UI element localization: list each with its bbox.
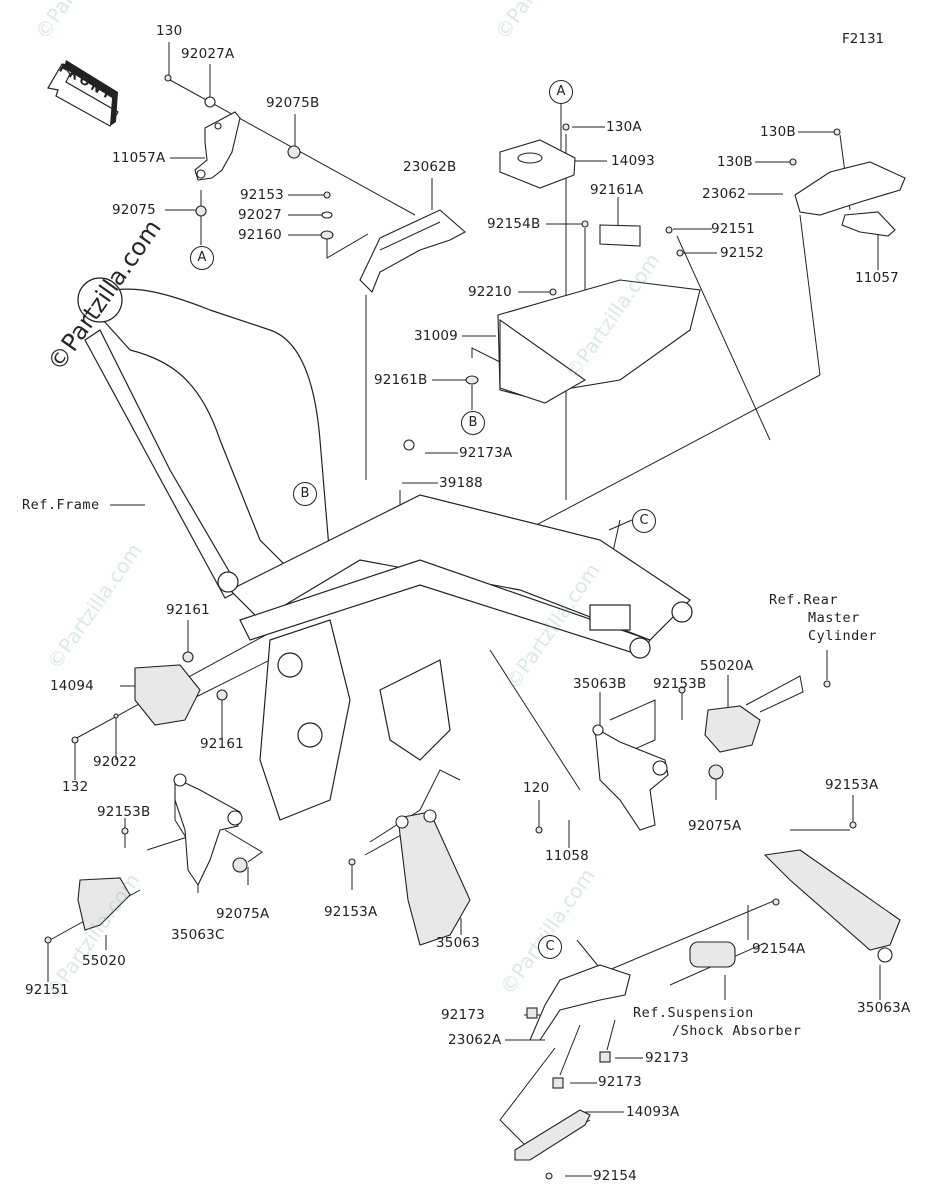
part-label[interactable]: 92153B [653,676,707,692]
part-label[interactable]: 130 [156,23,183,39]
part-label[interactable]: 55020A [700,658,754,674]
part-23062A-bracket [529,964,631,1041]
part-11057A-bracket [194,111,241,181]
callout-a: A [190,246,214,270]
part-label[interactable]: 35063 [436,935,480,951]
part-label[interactable]: 11057A [112,150,166,166]
part-label[interactable]: 31009 [414,328,458,344]
part-label[interactable]: 92151 [25,982,69,998]
part-label[interactable]: 92173 [598,1074,642,1090]
part-label[interactable]: 92075A [688,818,742,834]
reference-suspension-label: /Shock Absorber [672,1023,802,1039]
part-shock-reservoir [689,941,736,968]
part-23062B-bracket [359,209,466,293]
callout-c: C [632,509,656,533]
callout-b: B [461,411,485,435]
part-label[interactable]: 92075A [216,906,270,922]
part-label[interactable]: 92161B [374,372,428,388]
part-14094-cover [134,664,201,726]
part-label[interactable]: 92160 [238,227,282,243]
part-label[interactable]: 92173 [645,1050,689,1066]
part-label[interactable]: 92153B [97,804,151,820]
part-55020A-heel-guard [704,705,761,753]
part-label[interactable]: 92027A [181,46,235,62]
part-label[interactable]: 23062B [403,159,457,175]
part-35063A-footpeg-bracket [763,849,901,963]
reference-suspension-label: Ref.Suspension [633,1005,754,1021]
part-35063B-footpeg-bracket [592,724,669,831]
part-31009-battery-case [497,279,701,404]
part-label[interactable]: 92027 [238,207,282,223]
part-label[interactable]: 23062A [448,1032,502,1048]
part-label[interactable]: 130B [760,124,796,140]
part-label[interactable]: 92075B [266,95,320,111]
part-label[interactable]: 130A [606,119,642,135]
part-label[interactable]: 92022 [93,754,137,770]
part-55020-heel-guard [77,877,131,931]
part-label[interactable]: 14093A [626,1104,680,1120]
figure-code: F2131 [842,31,885,47]
reference-frame-label: Ref.Frame [22,497,100,513]
part-label[interactable]: 92154B [487,216,541,232]
part-14093A-cover [514,1109,591,1161]
part-label[interactable]: 92173 [441,1007,485,1023]
part-14093-cover [499,139,576,189]
part-label[interactable]: 92161A [590,182,644,198]
part-label[interactable]: 92152 [720,245,764,261]
part-35063C-footpeg-bracket [173,773,243,887]
part-label[interactable]: 39188 [439,475,483,491]
part-label[interactable]: 14094 [50,678,94,694]
part-label[interactable]: 130B [717,154,753,170]
reference-rear-master-cylinder-label: Cylinder [808,628,878,644]
part-label[interactable]: 92154A [752,941,806,957]
front-direction-arrow-icon [47,60,119,127]
reference-rear-master-cylinder-label: Ref.Rear [769,592,839,608]
callout-a: A [549,80,573,104]
part-label[interactable]: 92153A [324,904,378,920]
part-label[interactable]: 35063C [171,927,225,943]
part-23062-bracket [794,161,906,216]
callout-b: B [293,482,317,506]
fasteners [44,74,857,1180]
part-label[interactable]: 92154 [593,1168,637,1184]
part-label[interactable]: 55020 [82,953,126,969]
part-label[interactable]: 92075 [112,202,156,218]
part-label[interactable]: 92151 [711,221,755,237]
vehicle-frame [77,277,693,821]
part-label[interactable]: 132 [62,779,89,795]
part-label[interactable]: 92173A [459,445,513,461]
part-92161A-pad [599,224,641,247]
part-label[interactable]: 92161 [166,602,210,618]
part-label[interactable]: 92153 [240,187,284,203]
part-label[interactable]: 92153A [825,777,879,793]
part-label[interactable]: 23062 [702,186,746,202]
part-label[interactable]: 14093 [611,153,655,169]
part-35063-footpeg-bracket [395,809,471,946]
part-label[interactable]: 35063B [573,676,627,692]
part-11057-bracket [841,211,896,237]
part-label[interactable]: 92161 [200,736,244,752]
part-label[interactable]: 92210 [468,284,512,300]
part-label[interactable]: 11058 [545,848,589,864]
part-label[interactable]: 35063A [857,1000,911,1016]
callout-c: C [538,935,562,959]
part-label[interactable]: 11057 [855,270,899,286]
part-label[interactable]: 120 [523,780,550,796]
reference-rear-master-cylinder-label: Master [808,610,860,626]
